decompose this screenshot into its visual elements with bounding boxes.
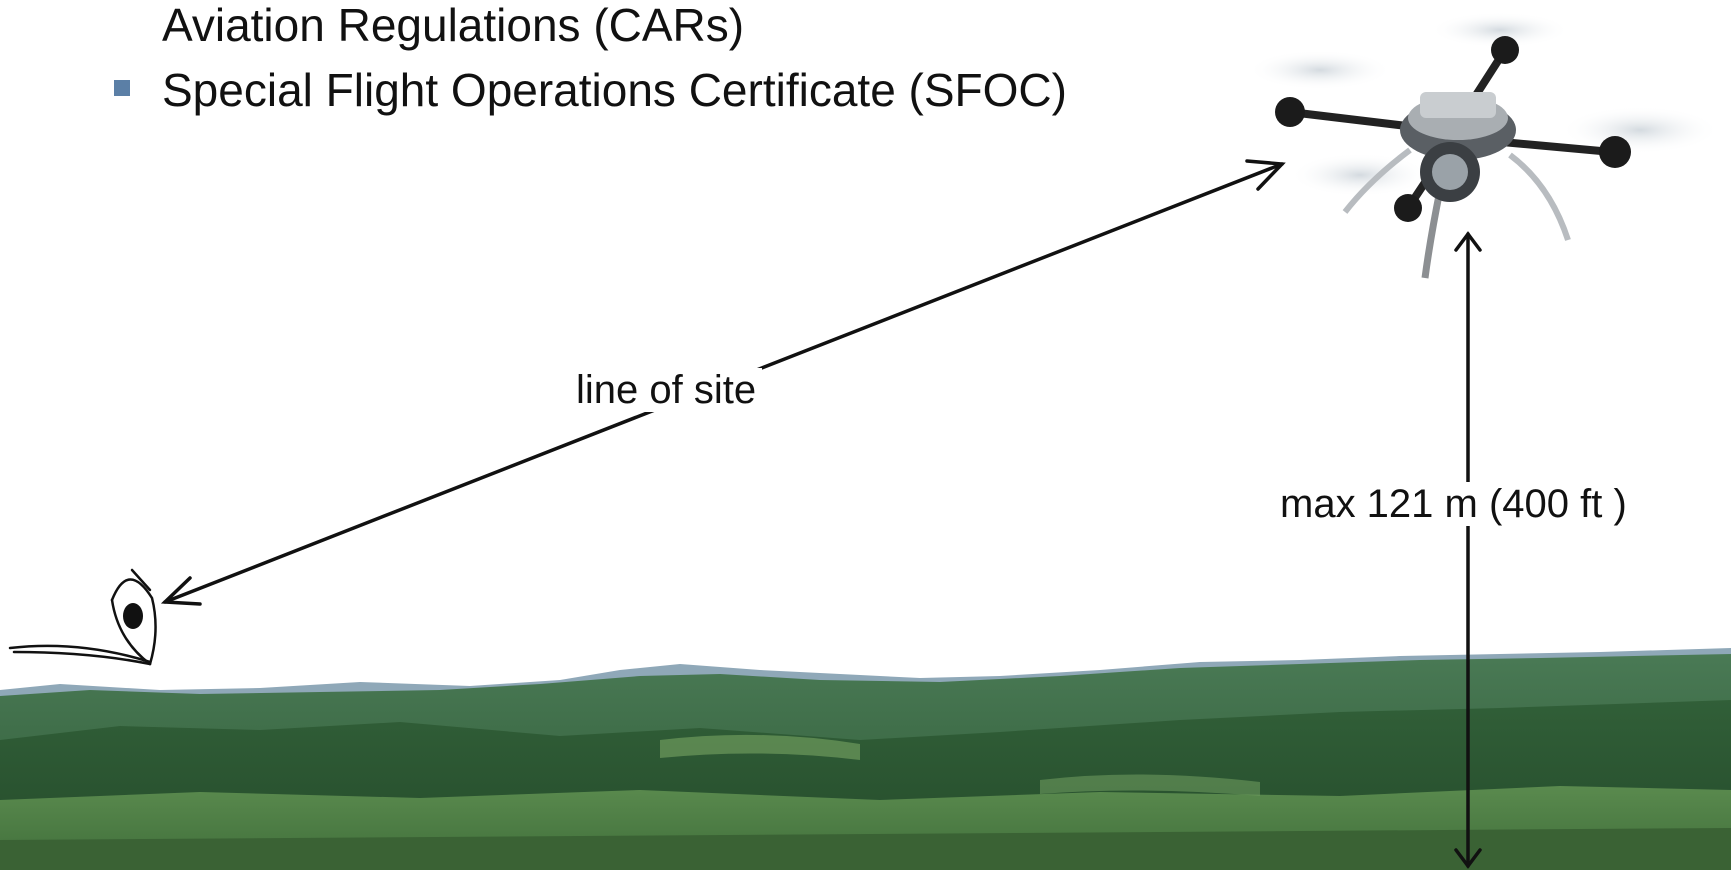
line-of-site-label: line of site xyxy=(570,368,763,412)
bullet-text-cars: Aviation Regulations (CARs) xyxy=(162,0,745,51)
height-arrow xyxy=(1454,231,1482,869)
eye-icon xyxy=(8,568,157,666)
hills-background xyxy=(0,648,1731,870)
bullet-text-sfoc: Special Flight Operations Certificate (S… xyxy=(162,64,1067,116)
quadcopter-drone-icon xyxy=(1248,12,1720,279)
bullet-marker xyxy=(114,80,130,96)
max-height-label: max 121 m (400 ft ) xyxy=(1274,482,1633,526)
